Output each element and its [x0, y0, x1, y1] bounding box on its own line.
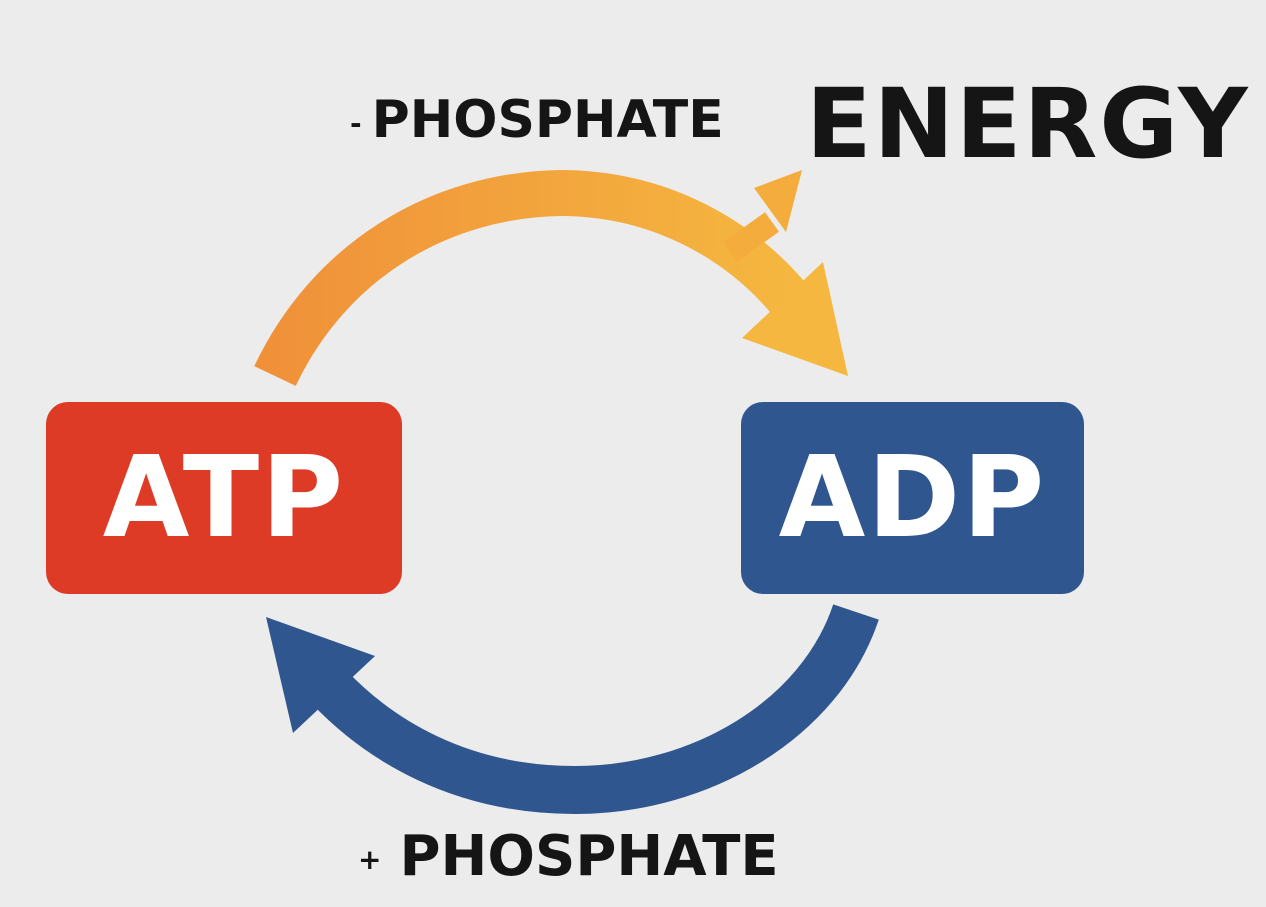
plus-phosphate-text: PHOSPHATE	[399, 824, 779, 889]
atp-label: ATP	[102, 433, 346, 563]
minus-phosphate-text: PHOSPHATE	[371, 90, 724, 150]
top-arc-arrow	[254, 169, 808, 387]
bottom-arrowhead	[266, 617, 375, 733]
energy-label: ENERGY	[806, 68, 1250, 180]
minus-sign: -	[350, 106, 362, 140]
adp-box: ADP	[741, 402, 1084, 594]
energy-arrowhead	[754, 170, 802, 232]
energy-branch-arrow	[723, 212, 779, 262]
plus-phosphate-label: + PHOSPHATE	[358, 824, 779, 889]
atp-box: ATP	[46, 402, 402, 594]
adp-label: ADP	[778, 433, 1047, 563]
top-arrowhead	[742, 262, 848, 376]
minus-phosphate-label: -PHOSPHATE	[350, 90, 724, 150]
bottom-arc-arrow	[312, 603, 879, 815]
plus-sign: +	[358, 843, 382, 877]
